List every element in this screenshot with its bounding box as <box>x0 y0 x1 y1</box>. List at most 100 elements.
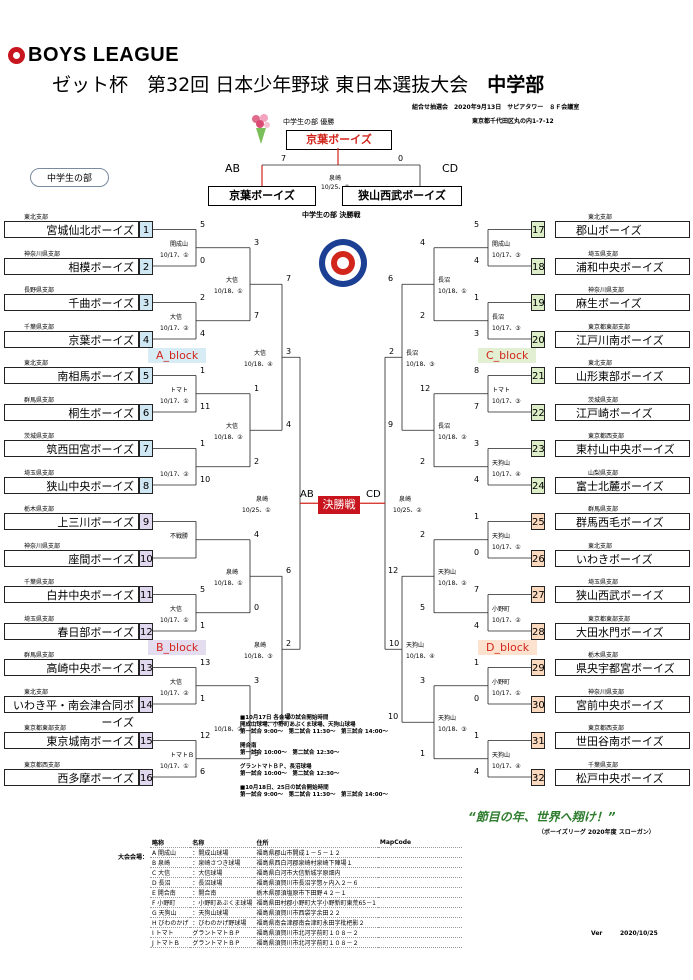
team-name: 郡山ボーイズ <box>555 221 690 238</box>
game-score: 1 <box>474 730 480 740</box>
team-name: 狭山西武ボーイズ <box>555 586 690 603</box>
venue-code: G 天狗山 <box>150 907 191 918</box>
champion-caption: 中学生の部 優勝 <box>283 118 335 126</box>
game-venue: 長沼 <box>438 423 451 431</box>
venue-address: 福島県須賀川市北河字前町１０８－２ <box>254 927 378 938</box>
game-score: 2 <box>200 292 206 302</box>
game-date: 10/17、② <box>160 324 189 332</box>
team-name: 西多摩ボーイズ <box>4 768 139 786</box>
venue-code: A 開成山 <box>150 847 191 858</box>
team-name: 南相馬ボーイズ <box>4 367 139 384</box>
team-branch: 埼玉県支部 <box>24 469 55 477</box>
meeting-address: 東京都千代田区丸の内1-7-12 <box>472 118 554 125</box>
venue-name: グラントマトＢＰ <box>190 937 255 948</box>
venue-name: グラントマトＢＰ <box>190 927 255 938</box>
block-d-label: D_block <box>478 640 538 655</box>
game-score: 3 <box>254 675 260 685</box>
game-score: 1 <box>420 748 426 758</box>
venue-header: 略称 <box>150 838 191 848</box>
tournament-emblem-icon <box>318 238 368 288</box>
venue-mapcode <box>377 867 462 878</box>
game-date: 10/17、① <box>160 397 189 405</box>
team-branch: 埼玉県支部 <box>588 579 619 586</box>
game-score: 7 <box>474 402 480 411</box>
venue-name: ：泉崎さつき球場 <box>190 857 255 868</box>
seed-number: 2 <box>139 257 153 275</box>
seed-number: 15 <box>139 732 153 749</box>
team-name: 世田谷南ボーイズ <box>555 732 690 749</box>
final-center-label: 決勝戦 <box>318 496 360 514</box>
version-label: Ver <box>591 930 603 937</box>
venue-address: 福島県須賀川市長沼字惣ヶ内入２－６ <box>254 877 378 888</box>
game-score: 5 <box>200 584 206 594</box>
game-date: 10/17、③ <box>492 397 521 405</box>
game-score: 4 <box>474 621 480 630</box>
venue-mapcode <box>377 897 462 908</box>
venue-name: ：開成山球場 <box>190 847 255 858</box>
seed-number: 23 <box>531 440 545 457</box>
game-score: 5 <box>200 219 206 229</box>
note-line: 第一試合 9:00～ 第二試合 11:30～ 第三試合 14:00～ <box>240 729 388 735</box>
team-branch: 埼玉県支部 <box>24 615 55 623</box>
game-score: 2 <box>420 456 426 466</box>
venue-row: H びわのかげ：びわのかげ野球場福島県南会津郡南会津町永田字枇杷影２ <box>150 917 462 928</box>
final-ab-label: AB <box>225 162 241 175</box>
team-branch: 東北支部 <box>24 688 49 696</box>
venue-code: I トマト <box>150 927 191 938</box>
game-score: 3 <box>474 438 480 448</box>
block-a-label: A_block <box>148 348 207 363</box>
game-score: 6 <box>388 274 394 284</box>
game-score: 1 <box>474 511 480 521</box>
team-name: 千曲ボーイズ <box>4 294 139 311</box>
team-name: 上三川ボーイズ <box>4 513 139 530</box>
seed-number: 11 <box>139 586 153 603</box>
game-venue: 天狗山 <box>492 532 511 540</box>
note-line: 開成山球場、小野町あぶくま球場、天狗山球場 <box>240 722 356 728</box>
game-date: 10/17、② <box>492 616 521 624</box>
team-name: 東村山中央ボーイズ <box>555 440 690 457</box>
venue-header: 住所 <box>254 838 378 848</box>
game-venue: 不戦勝 <box>170 532 189 540</box>
game-date: 10/17、② <box>160 470 189 478</box>
team-branch: 群馬県支部 <box>588 506 619 513</box>
center-cd-label: CD <box>366 489 381 500</box>
team-branch: 千葉県支部 <box>24 579 55 586</box>
section-label: 中学生の部 <box>30 168 110 187</box>
game-venue: 泉崎 <box>254 642 267 650</box>
game-score: 10 <box>388 712 399 722</box>
venue-code: E 開合南 <box>150 887 191 898</box>
game-date: 10/17、① <box>160 616 189 624</box>
game-score: 2 <box>254 456 260 466</box>
game-score: 5 <box>420 602 426 612</box>
team-branch: 東北支部 <box>24 360 49 367</box>
team-name: 麻生ボーイズ <box>555 294 690 311</box>
final-venue: 泉崎 <box>329 175 342 182</box>
game-date: 10/17、① <box>492 543 521 551</box>
seed-number: 31 <box>531 732 545 749</box>
champion-team: 京葉ボーイズ <box>286 130 392 150</box>
team-branch: 東京都東部支部 <box>588 323 631 331</box>
game-score: 3 <box>420 675 426 685</box>
game-venue: 大信 <box>170 605 183 613</box>
block-c-label: C_block <box>478 348 537 363</box>
game-score: 0 <box>474 694 480 703</box>
venue-address: 栃木県那須塩原市下田野４２－１ <box>254 887 378 898</box>
seed-number: 26 <box>531 549 545 567</box>
seed-number: 28 <box>531 622 545 640</box>
seed-number: 25 <box>531 513 545 530</box>
team-branch: 群馬県支部 <box>24 652 55 659</box>
game-venue: 長沼 <box>492 313 505 321</box>
seed-number: 24 <box>531 476 545 494</box>
team-name: 江戸崎ボーイズ <box>555 403 690 421</box>
final-score-cd: 0 <box>398 154 404 163</box>
team-branch: 東京都東部支部 <box>588 615 631 623</box>
game-score: 4 <box>474 256 480 265</box>
team-branch: 東北支部 <box>24 214 49 221</box>
team-name: 狭山中央ボーイズ <box>4 476 139 494</box>
game-venue: 泉崎 <box>226 569 239 577</box>
game-score: 8 <box>474 365 480 375</box>
game-score: 3 <box>474 329 480 338</box>
venue-row: D 長沼：長沼球場福島県須賀川市長沼字惣ヶ内入２－６ <box>150 877 462 888</box>
game-date: 10/17、③ <box>492 251 521 259</box>
